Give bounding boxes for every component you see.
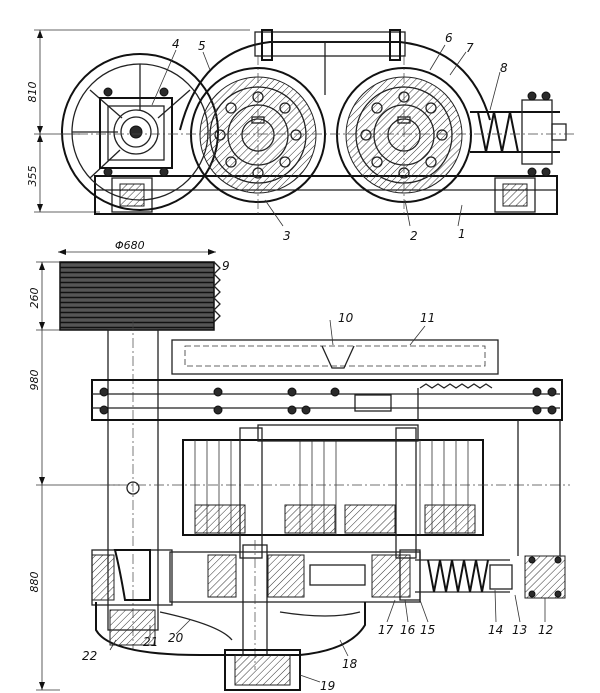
dimension-880: 880 [28,572,41,593]
dimension-680: Φ680 [115,239,145,252]
callout-6: 6 [445,31,453,45]
dimension-980: 980 [28,370,41,391]
callout-12: 12 [538,623,553,637]
dimension-lines-bottom [36,249,216,691]
callout-2: 2 [410,229,418,243]
left-bearing-housing [99,87,173,177]
callout-5: 5 [198,39,206,53]
callout-20: 20 [168,631,184,645]
base-frame [94,175,558,215]
callout-1: 1 [458,227,466,241]
callout-16: 16 [400,623,416,637]
leader-lines-bottom [109,589,546,683]
v-belt-pulley [59,261,221,331]
callout-11: 11 [420,311,435,325]
callout-9: 9 [222,259,230,273]
upper-frame-beam [91,379,563,421]
leader-lines-top [151,44,501,227]
roll-cylinder-side [100,424,570,559]
spring-assembly-top [470,91,567,177]
base-pedestal [95,602,366,691]
callout-18: 18 [342,657,358,671]
plan-section-view: Φ680 260 980 880 9 10 11 [28,239,570,693]
callout-17: 17 [378,623,394,637]
roll-housing-cover [179,29,491,131]
callout-10: 10 [338,311,354,325]
callout-19: 19 [320,679,335,693]
callout-15: 15 [420,623,435,637]
callout-3: 3 [283,229,291,243]
callout-13: 13 [512,623,527,637]
dimension-810: 810 [26,82,39,103]
callout-8: 8 [500,61,508,75]
front-elevation-view: 810 355 [26,29,575,243]
callout-21: 21 [143,635,158,649]
callout-7: 7 [466,41,474,55]
feed-hopper [171,319,499,375]
spring-assembly-bottom [415,383,566,599]
callout-4: 4 [172,37,180,51]
callout-14: 14 [488,623,503,637]
dimension-355: 355 [26,166,39,187]
dimension-line-vertical-left [34,29,250,213]
dimension-260: 260 [28,288,41,309]
callout-22: 22 [82,649,97,663]
